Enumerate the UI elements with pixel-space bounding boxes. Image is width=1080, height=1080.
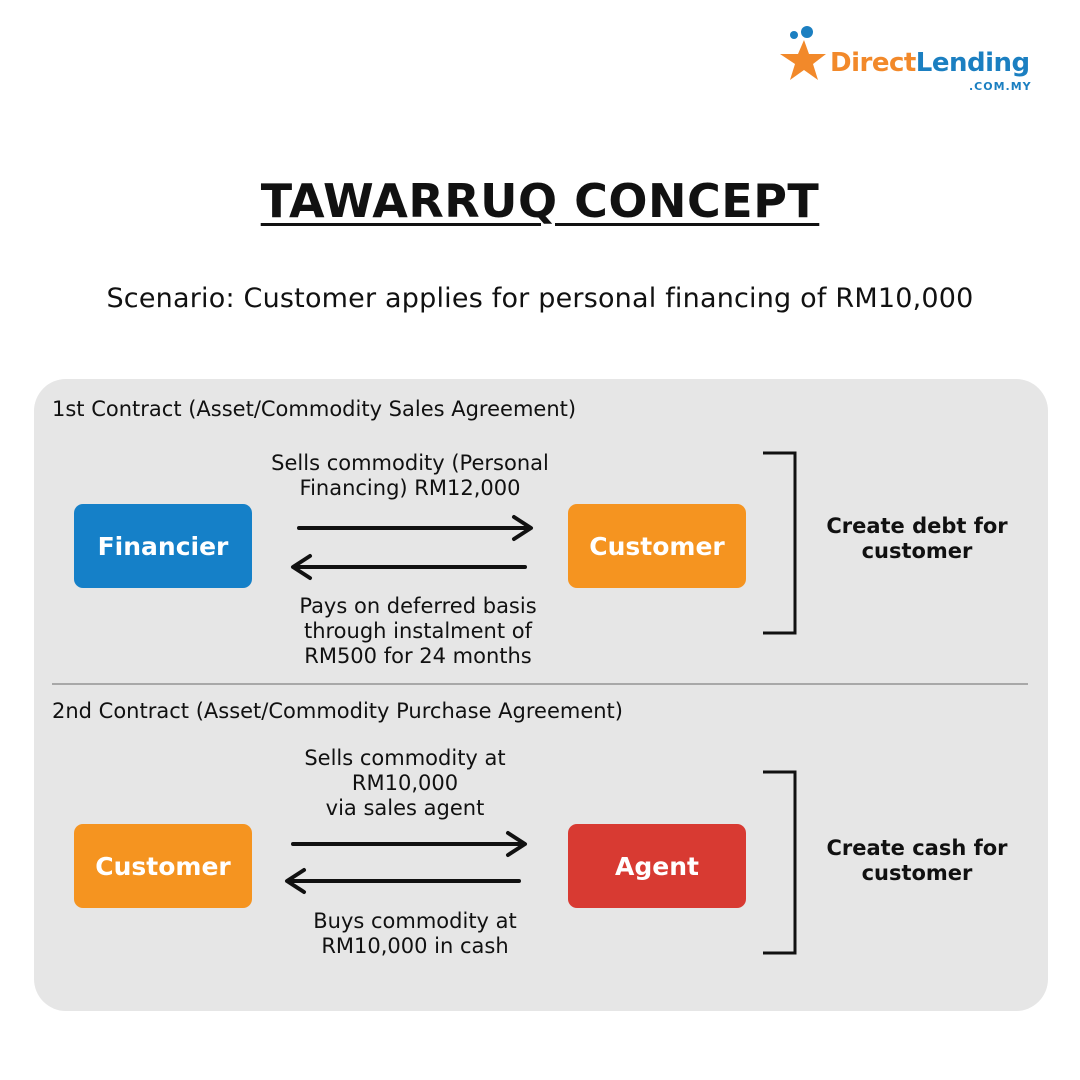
contract-2-result: Create cash for customer bbox=[826, 836, 1008, 885]
logo-word-lending: Lending bbox=[915, 48, 1030, 78]
sells-arrow-right-2 bbox=[291, 831, 527, 857]
pays-arrow-left bbox=[291, 554, 527, 580]
customer-box: Customer bbox=[568, 504, 746, 588]
directlending-logo: DirectLending .COM.MY bbox=[776, 24, 1056, 96]
contract-1-result: Create debt for customer bbox=[826, 514, 1008, 563]
financier-box: Financier bbox=[74, 504, 252, 588]
contract-2-label: 2nd Contract (Asset/Commodity Purchase A… bbox=[52, 699, 623, 723]
contract-2-bottom-note: Buys commodity at RM10,000 in cash bbox=[313, 909, 517, 958]
sells-arrow-right bbox=[297, 515, 533, 541]
customer-box-2: Customer bbox=[74, 824, 252, 908]
agent-box: Agent bbox=[568, 824, 746, 908]
logo-word-direct: Direct bbox=[830, 48, 916, 78]
contract-1-bracket bbox=[763, 451, 797, 635]
contract-1-label: 1st Contract (Asset/Commodity Sales Agre… bbox=[52, 397, 577, 421]
star-person-icon bbox=[780, 26, 826, 80]
logo-wordmark: DirectLending bbox=[830, 48, 1030, 78]
contract-1-top-note: Sells commodity (Personal Financing) RM1… bbox=[271, 451, 549, 500]
contract-divider bbox=[52, 683, 1028, 685]
contract-2-top-note: Sells commodity at RM10,000 via sales ag… bbox=[304, 746, 506, 820]
contract-2-bracket bbox=[763, 770, 797, 955]
buys-arrow-left bbox=[285, 868, 521, 894]
logo-domain: .COM.MY bbox=[969, 80, 1032, 93]
scenario-text: Scenario: Customer applies for personal … bbox=[106, 283, 974, 314]
contract-1-bottom-note: Pays on deferred basis through instalmen… bbox=[299, 594, 537, 668]
page-title: TAWARRUQ CONCEPT bbox=[260, 174, 820, 228]
